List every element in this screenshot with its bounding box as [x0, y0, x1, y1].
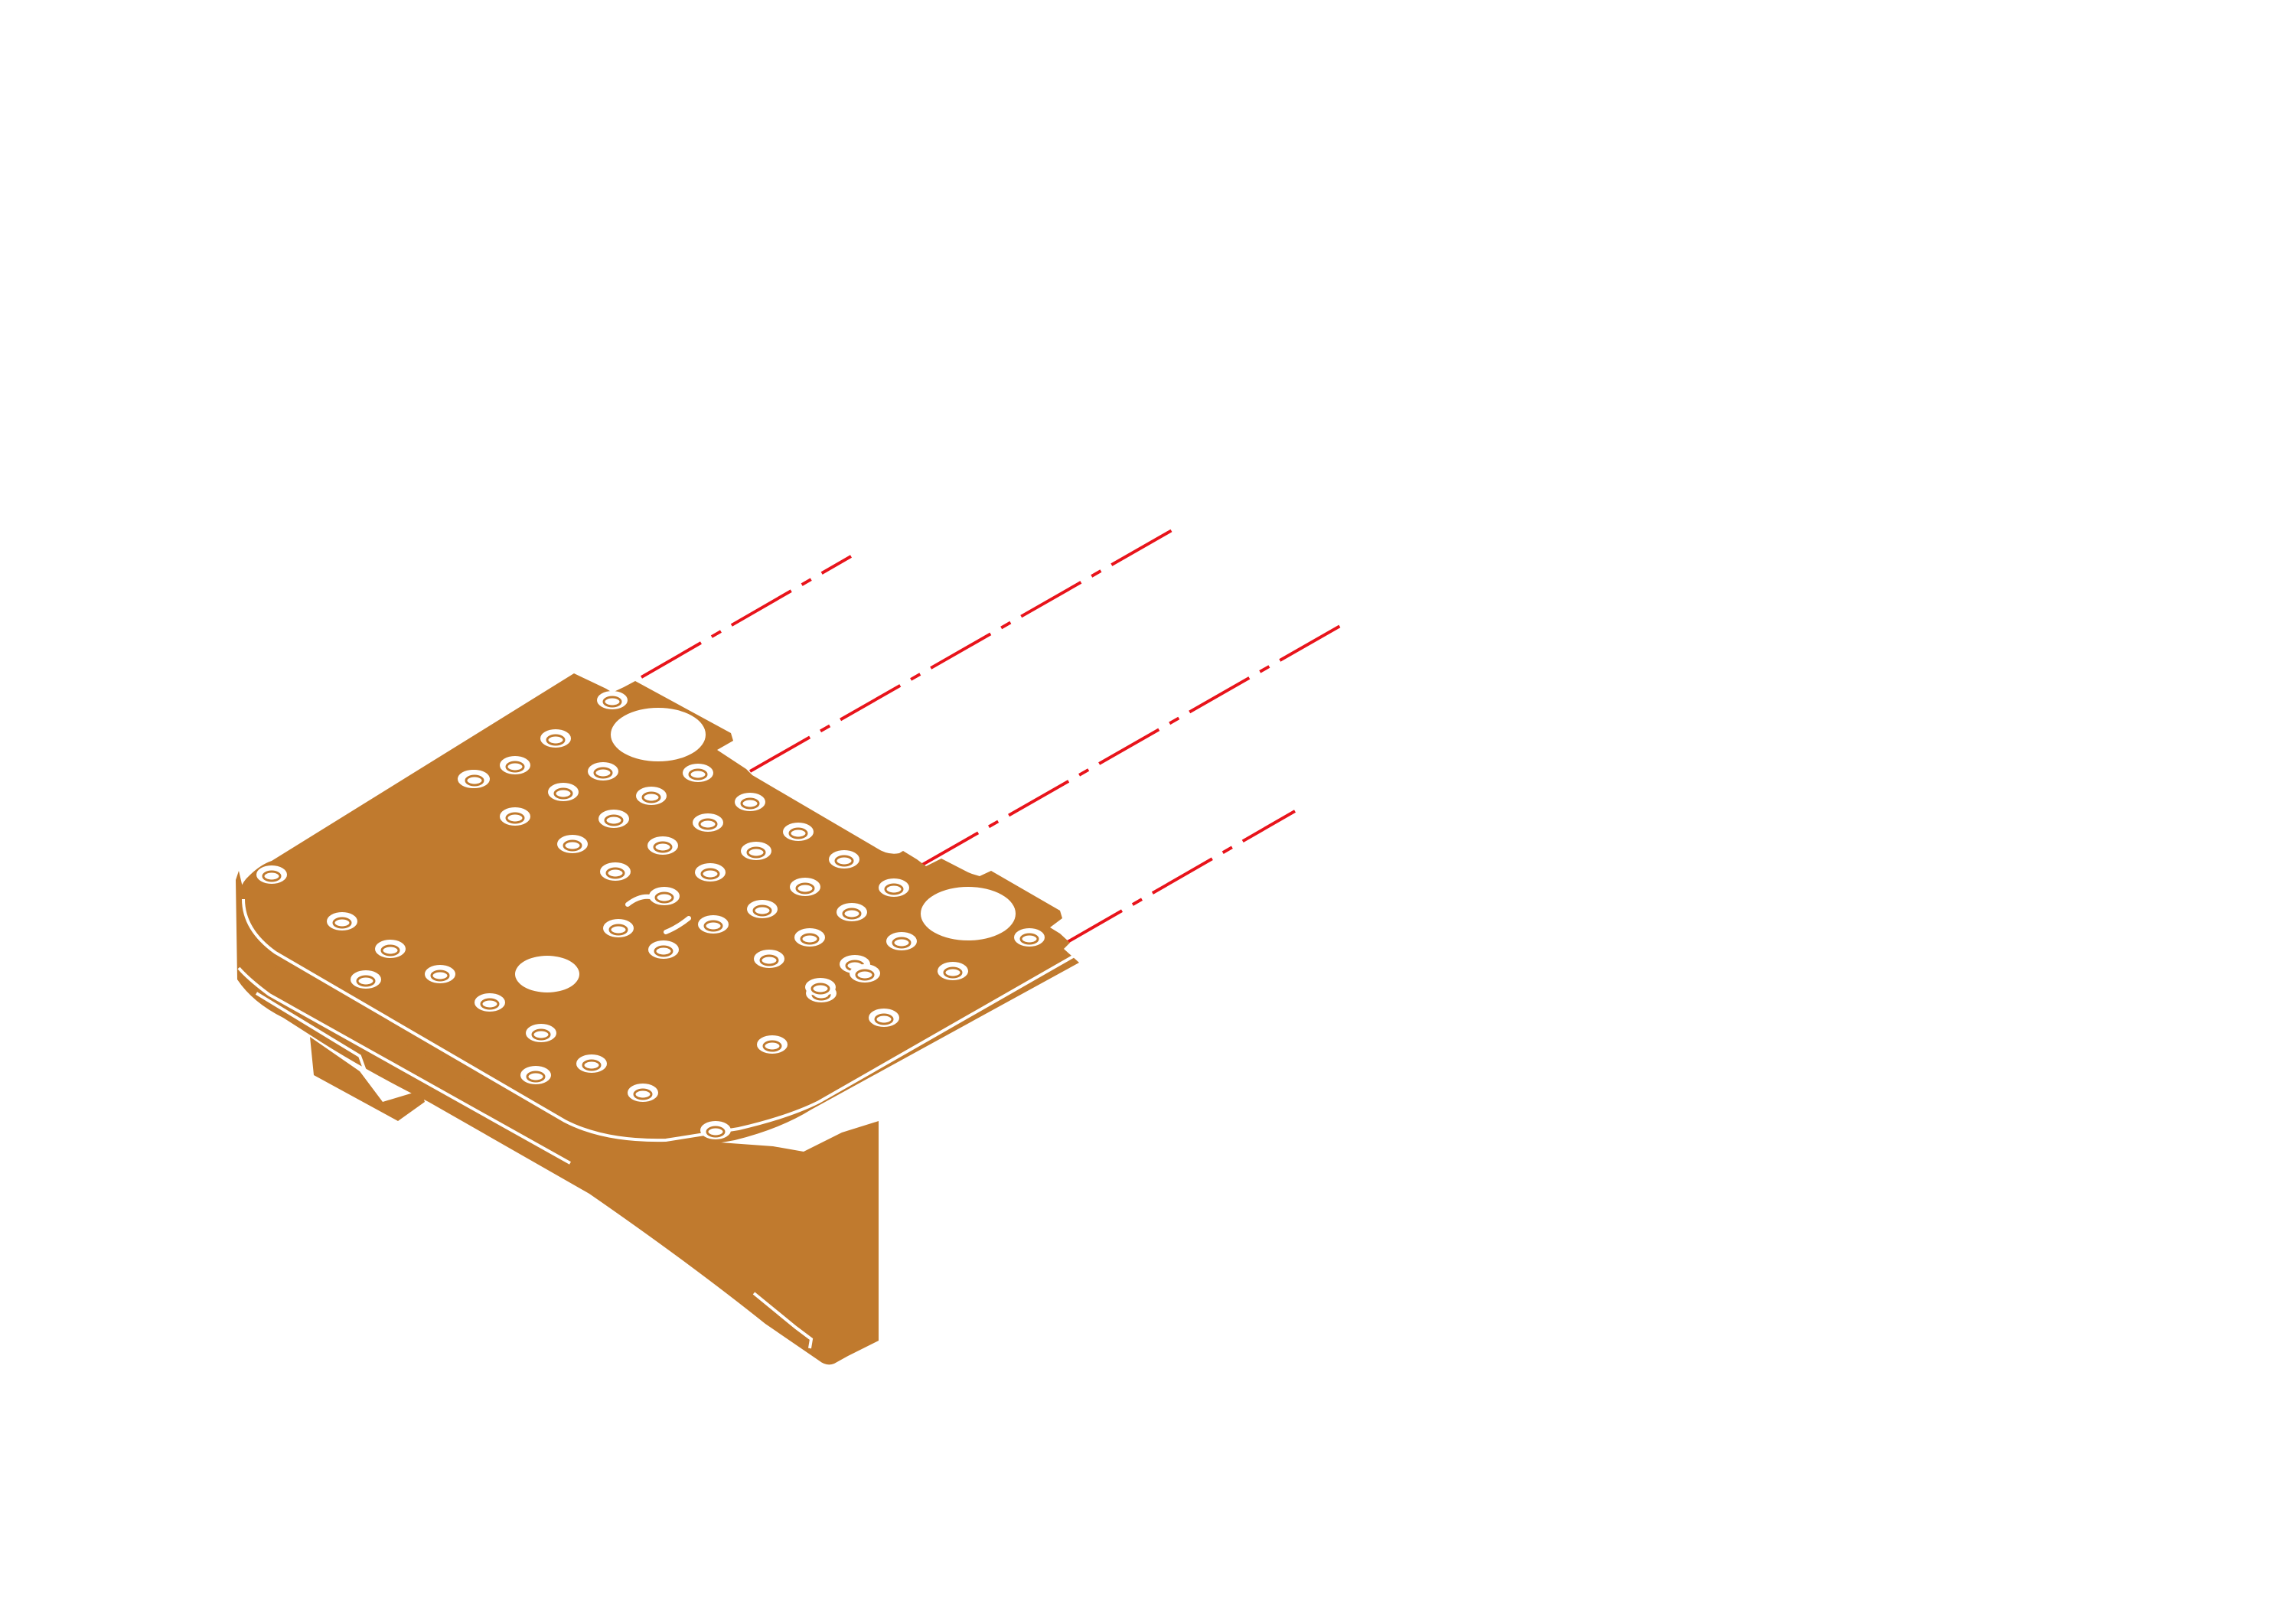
- hole-countersink: [653, 841, 673, 853]
- hole-countersink: [746, 846, 766, 859]
- hole-countersink: [593, 767, 613, 779]
- hole-countersink: [810, 983, 830, 995]
- hole-countersink: [546, 734, 566, 746]
- hole-countersink: [698, 818, 718, 830]
- hole-countersink: [703, 920, 723, 932]
- plate-edge-outline-lower: [237, 966, 571, 1165]
- hole-countersink: [505, 761, 525, 773]
- hole-countersink: [604, 814, 624, 826]
- plate-edge-outline: [242, 898, 1074, 1142]
- hole-countersink: [874, 1013, 894, 1025]
- hole-countersink: [563, 839, 582, 852]
- hole-countersink: [602, 696, 622, 708]
- hole-countersink: [605, 867, 625, 879]
- hole-countersink: [762, 1040, 782, 1052]
- center-line-icon: [1062, 810, 1296, 947]
- hole-countersink: [531, 1028, 551, 1041]
- bracket-left-leg: [236, 871, 879, 1365]
- hole-countersink: [884, 883, 904, 895]
- center-line-icon: [749, 525, 1179, 773]
- hole-countersink: [633, 1088, 653, 1100]
- hole-countersink: [1019, 933, 1039, 945]
- hole-countersink: [740, 797, 760, 810]
- hole-countersink: [356, 975, 376, 987]
- perforated-plate-icon: [236, 673, 1080, 1155]
- hole-pattern: [256, 691, 1045, 1139]
- hole-countersink: [654, 891, 674, 904]
- mounting-hole-icon: [611, 708, 706, 761]
- hole-countersink: [654, 945, 673, 957]
- slot-mark: [625, 894, 653, 907]
- mounting-hole-icon: [515, 956, 579, 992]
- center-lines: [641, 525, 1346, 947]
- hole-countersink: [380, 944, 400, 957]
- hole-countersink: [553, 787, 573, 800]
- hole-countersink: [430, 970, 450, 982]
- hole-countersink: [526, 1071, 546, 1083]
- hole-countersink: [608, 924, 628, 936]
- leg-edge-outline: [752, 1292, 814, 1349]
- hole-countersink: [505, 812, 525, 824]
- center-line-icon: [641, 555, 852, 679]
- hole-countersink: [688, 768, 708, 781]
- hole-countersink: [752, 904, 772, 917]
- hole-countersink: [800, 933, 820, 945]
- hole-countersink: [795, 882, 815, 895]
- mounting-hole-icon: [921, 887, 1016, 940]
- slot-mark: [664, 916, 691, 934]
- hole-countersink: [943, 966, 963, 979]
- hole-countersink: [582, 1059, 602, 1071]
- hole-countersink: [700, 868, 720, 880]
- hole-countersink: [759, 954, 779, 966]
- hole-countersink: [262, 870, 282, 882]
- hole-countersink: [641, 791, 661, 803]
- hole-countersink: [706, 1126, 726, 1138]
- hole-countersink: [892, 937, 912, 949]
- bracket-left-tab: [310, 1037, 425, 1121]
- hole-countersink: [480, 998, 500, 1010]
- hole-countersink: [332, 917, 352, 929]
- leg-edge-outline: [255, 992, 400, 1096]
- hole-countersink: [834, 855, 854, 867]
- hole-countersink: [842, 908, 862, 920]
- hole-countersink: [465, 774, 484, 787]
- hole-countersink: [855, 969, 875, 981]
- center-line-icon: [918, 621, 1346, 869]
- hole-countersink: [788, 827, 808, 839]
- mounting-bracket-illustration: [236, 673, 1080, 1365]
